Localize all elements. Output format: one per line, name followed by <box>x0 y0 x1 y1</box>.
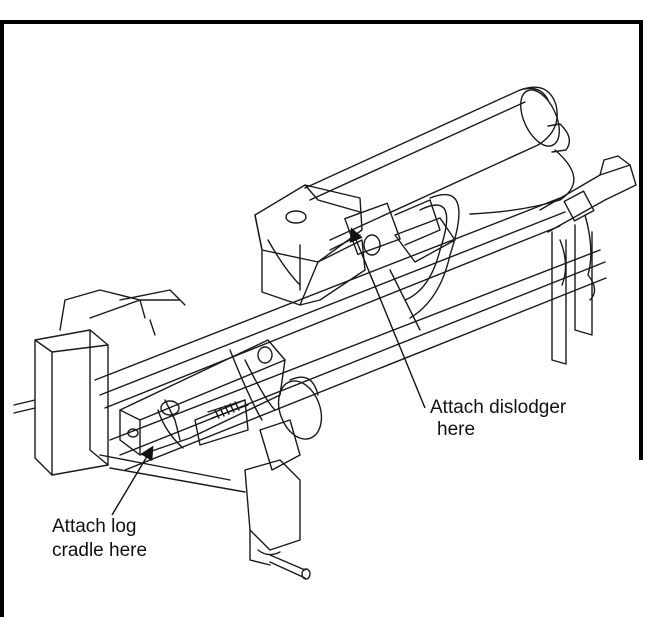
log-cradle-label-line2: cradle here <box>52 540 148 561</box>
callout-arrows <box>111 227 426 516</box>
base-plate <box>13 289 186 476</box>
lower-stand <box>99 454 311 580</box>
pump-mount <box>259 376 323 471</box>
hydraulic-cylinder <box>304 86 575 241</box>
log-cradle-arrow <box>111 445 154 516</box>
ram-assembly <box>119 339 286 456</box>
dislodger-label-line1: Attach dislodger <box>430 397 567 418</box>
splitter-drawing <box>13 86 637 580</box>
main-beam <box>94 197 607 471</box>
diagram-border <box>0 20 643 617</box>
log-cradle-label-line1: Attach log <box>52 516 137 537</box>
spring-mechanism <box>207 399 249 419</box>
control-valve <box>389 193 460 331</box>
dislodger-arrow <box>349 227 426 409</box>
hitch-tongue <box>539 155 637 365</box>
dislodger-label-line2: here <box>437 419 476 440</box>
